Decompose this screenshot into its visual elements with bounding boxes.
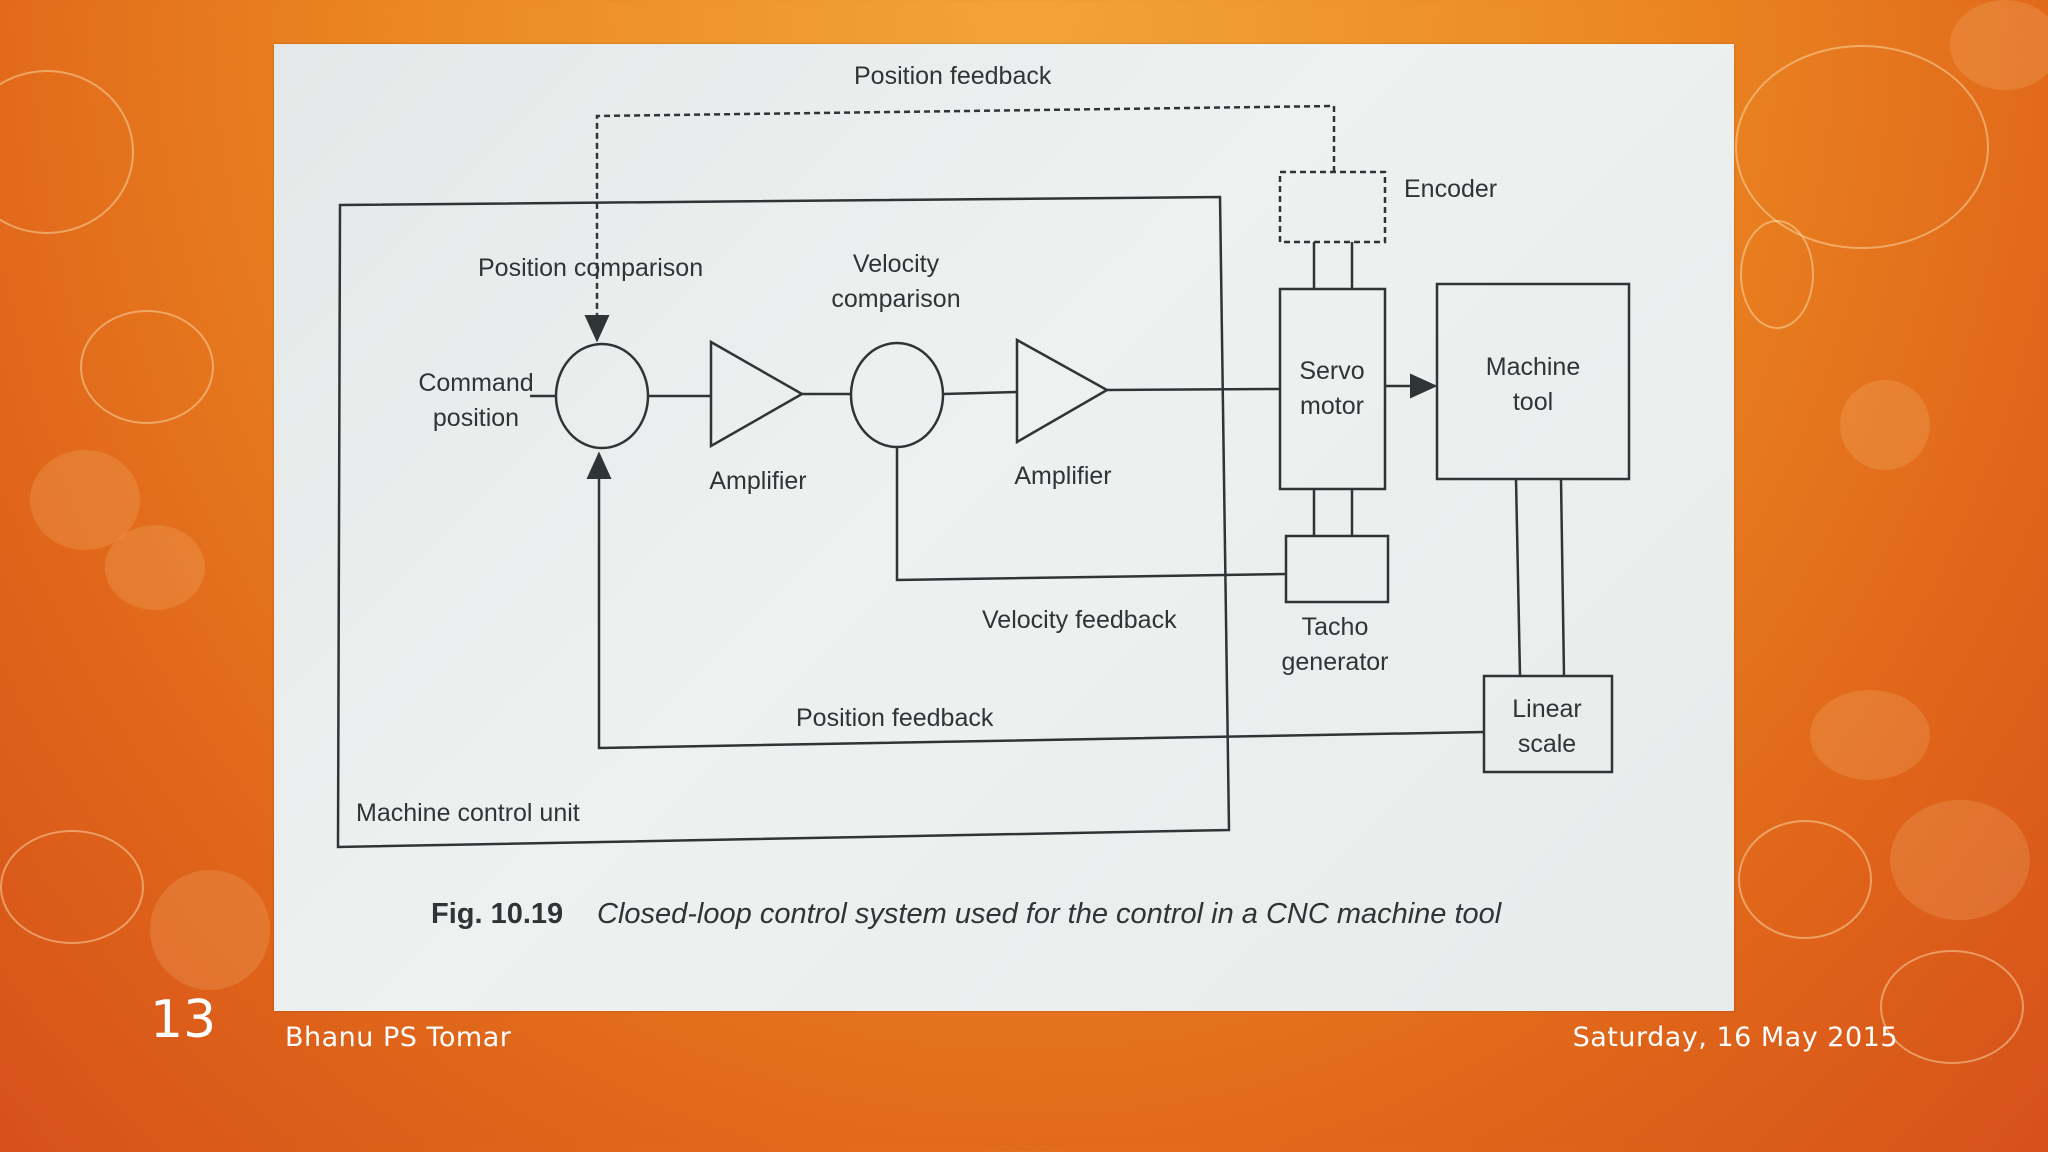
label-position-feedback-top: Position feedback [854,62,1052,90]
bokeh-decoration [0,70,134,234]
label-tacho-generator: Tacho [1302,613,1369,641]
bokeh-decoration [1810,690,1930,780]
bokeh-decoration [1890,800,2030,920]
encoder-shaft [1312,242,1354,289]
bokeh-decoration [1738,820,1872,939]
label-tacho-generator-2: generator [1281,648,1388,676]
amplifier-2-triangle [1015,337,1110,445]
label-machine-tool: Machine [1486,353,1581,381]
diagram-photo: Position feedback Encoder Position compa… [274,44,1734,1011]
label-position-feedback-bottom: Position feedback [796,704,994,732]
machine-tool-box [1435,282,1631,481]
bokeh-decoration [105,525,205,610]
bokeh-decoration [1735,45,1989,249]
servo-motor-box [1278,287,1387,491]
label-servo-motor-2: motor [1300,392,1364,420]
footer-author: Bhanu PS Tomar [285,1022,512,1053]
bokeh-decoration [150,870,270,990]
bokeh-decoration [1740,220,1814,329]
label-machine-tool-2: tool [1513,388,1553,416]
velocity-feedback-line [895,447,1287,582]
linear-scale-box [1482,674,1614,774]
encoder-box [1278,170,1387,244]
label-position-comparison: Position comparison [478,254,703,282]
tacho-shaft [1312,489,1354,536]
slide-number: 13 [150,990,217,1050]
machine-control-unit-box [336,195,1231,849]
label-encoder: Encoder [1404,175,1497,203]
figure-caption: Closed-loop control system used for the … [597,898,1503,930]
signal-line [942,390,1018,396]
bokeh-decoration [80,310,214,424]
footer-date: Saturday, 16 May 2015 [1572,1022,1898,1053]
label-command-position: Command [418,369,533,397]
velocity-comparison-junction [849,341,945,449]
figure-number: Fig. 10.19 [431,898,563,930]
bokeh-decoration [0,830,144,944]
bokeh-decoration [30,450,140,550]
position-feedback-top-line [584,104,1336,343]
signal-line [1106,387,1281,392]
label-machine-control-unit: Machine control unit [356,799,580,827]
label-velocity-feedback: Velocity feedback [982,606,1177,634]
position-feedback-bottom-line [586,451,1485,750]
label-velocity-comparison-2: comparison [831,285,960,313]
label-amplifier-2: Amplifier [1014,462,1111,490]
amplifier-1-triangle [709,339,805,449]
label-amplifier-1: Amplifier [709,467,806,495]
label-command-position-2: position [433,404,519,432]
closed-loop-diagram: Position feedback Encoder Position compa… [336,62,1631,930]
bokeh-decoration [1840,380,1930,470]
label-servo-motor: Servo [1299,357,1364,385]
label-linear-scale: Linear [1512,695,1582,723]
position-comparison-junction [554,342,650,450]
label-linear-scale-2: scale [1518,730,1576,758]
bokeh-decoration [1880,950,2024,1064]
bokeh-decoration [1950,0,2048,90]
linear-scale-connection [1514,478,1566,677]
label-velocity-comparison: Velocity [853,250,940,278]
tacho-generator-box [1284,534,1390,604]
